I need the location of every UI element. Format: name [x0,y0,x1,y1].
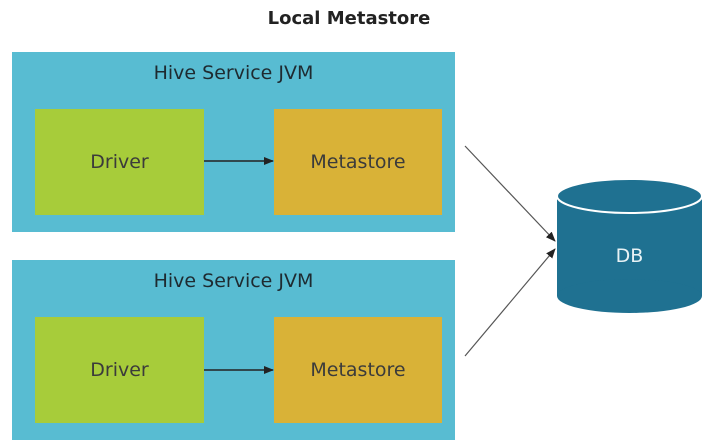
db-cylinder-bottom [557,279,702,313]
metastore-box: Metastore [274,109,442,215]
db-label: DB [616,245,644,267]
jvm-label: Hive Service JVM [153,270,314,292]
hive-service-jvm-1: Hive Service JVM Driver Metastore [12,52,455,232]
driver-box: Driver [35,109,204,215]
metastore-box: Metastore [274,317,442,423]
metastore-label: Metastore [310,359,406,381]
db-cylinder: DB [556,178,703,313]
driver-label: Driver [90,359,149,381]
driver-label: Driver [90,151,149,173]
metastore-label: Metastore [310,151,406,173]
db-cylinder-body [557,196,702,296]
metastore-to-db-arrow-2 [464,248,556,357]
hive-service-jvm-2: Hive Service JVM Driver Metastore [12,260,455,440]
db-cylinder-top [556,178,703,214]
metastore-to-db-arrow-1 [464,145,556,242]
driver-box: Driver [35,317,204,423]
diagram-title: Local Metastore [267,8,431,29]
jvm-label: Hive Service JVM [153,62,314,84]
